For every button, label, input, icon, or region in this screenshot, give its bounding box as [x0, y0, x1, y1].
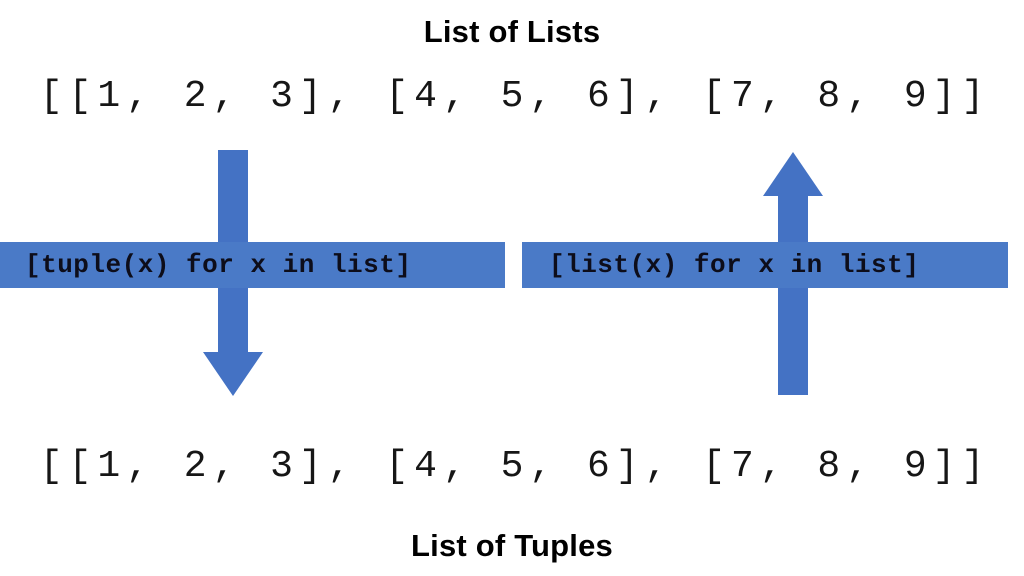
arrow-up-icon: [763, 152, 823, 395]
transform-label-to-lists: [list(x) for x in list]: [549, 250, 920, 280]
bottom-code-line: [[1, 2, 3], [4, 5, 6], [7, 8, 9]]: [39, 445, 991, 488]
transform-banner-to-lists: [list(x) for x in list]: [522, 242, 1008, 288]
bottom-title: List of Tuples: [411, 528, 613, 563]
transform-label-to-tuples: [tuple(x) for x in list]: [25, 250, 412, 280]
top-code-line: [[1, 2, 3], [4, 5, 6], [7, 8, 9]]: [39, 75, 991, 118]
transform-banner-to-tuples: [tuple(x) for x in list]: [0, 242, 505, 288]
top-title: List of Lists: [423, 14, 601, 49]
